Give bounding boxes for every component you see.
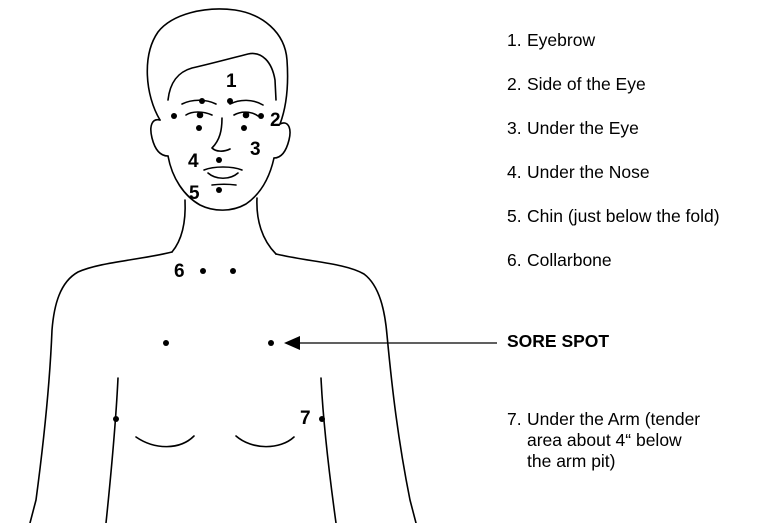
point-label-7: 7 xyxy=(300,408,311,429)
mouth-lower xyxy=(208,173,238,178)
left-shoulder xyxy=(30,252,172,523)
under-nose-dot xyxy=(216,157,222,163)
right-eyebrow xyxy=(230,100,263,105)
legend-number: 3. xyxy=(507,118,527,139)
legend-item-under-eye: 3.Under the Eye xyxy=(507,118,639,139)
legend-item-side-of-eye: 2.Side of the Eye xyxy=(507,74,646,95)
point-label-4: 4 xyxy=(188,151,199,172)
jaw-outline xyxy=(168,156,274,210)
legend-text: Under the Eye xyxy=(527,118,639,139)
sore-spot-label: SORE SPOT xyxy=(507,331,609,352)
legend-item-collarbone: 6.Collarbone xyxy=(507,250,612,271)
collarbone-dot-right xyxy=(230,268,236,274)
neck-right xyxy=(257,198,276,254)
mouth-upper xyxy=(204,167,242,170)
right-shoulder xyxy=(276,254,416,523)
point-label-3: 3 xyxy=(250,139,261,160)
hair-fringe xyxy=(168,54,276,100)
legend-number: 6. xyxy=(507,250,527,271)
legend-item-chin: 5.Chin (just below the fold) xyxy=(507,206,720,227)
left-inner-arm xyxy=(106,378,118,523)
right-inner-arm xyxy=(321,378,336,523)
arrow-head xyxy=(284,336,300,350)
left-pupil xyxy=(198,113,203,118)
neck-left xyxy=(172,200,185,252)
legend-item-under-nose: 4.Under the Nose xyxy=(507,162,650,183)
point-label-2: 2 xyxy=(270,110,281,131)
left-ear xyxy=(151,120,168,156)
chin-dot xyxy=(216,187,222,193)
body-outline xyxy=(30,9,416,523)
tapping-point-dots xyxy=(113,98,325,422)
legend-number: 1. xyxy=(507,30,527,51)
under-arm-dot-right xyxy=(319,416,325,422)
legend-text: Under the Arm (tender area about 4“ belo… xyxy=(527,409,767,472)
chin-fold xyxy=(212,184,236,185)
under-eye-dot-left xyxy=(196,125,202,131)
point-label-5: 5 xyxy=(189,183,200,204)
eyebrow-dot-right xyxy=(227,98,233,104)
legend-text: Collarbone xyxy=(527,250,612,271)
collarbone-dot-left xyxy=(200,268,206,274)
legend-number: 7. xyxy=(507,409,527,430)
left-eyebrow xyxy=(182,100,216,104)
legend-item-eyebrow: 1.Eyebrow xyxy=(507,30,595,51)
legend-text: Eyebrow xyxy=(527,30,595,51)
under-eye-dot-right xyxy=(241,125,247,131)
sore-spot-dot-right xyxy=(268,340,274,346)
right-chest-curve xyxy=(236,436,294,447)
hair-outline xyxy=(147,9,287,124)
side-eye-dot-right xyxy=(258,113,264,119)
legend-number: 5. xyxy=(507,206,527,227)
side-eye-dot-left xyxy=(171,113,177,119)
eyebrow-dot-left xyxy=(199,98,205,104)
sore-spot-dot-left xyxy=(163,340,169,346)
legend-number: 4. xyxy=(507,162,527,183)
point-label-1: 1 xyxy=(226,71,237,92)
legend-number: 2. xyxy=(507,74,527,95)
under-arm-dot-left xyxy=(113,416,119,422)
point-label-6: 6 xyxy=(174,261,185,282)
left-chest-curve xyxy=(136,436,194,447)
point-number-labels: 1 2 3 4 5 6 7 xyxy=(174,71,311,429)
legend-text: Chin (just below the fold) xyxy=(527,206,720,227)
legend-text: Under the Nose xyxy=(527,162,650,183)
sore-spot-arrow xyxy=(284,336,497,350)
right-pupil xyxy=(244,113,249,118)
nose xyxy=(212,118,230,151)
legend-item-under-arm: 7.Under the Arm (tender area about 4“ be… xyxy=(507,409,767,472)
legend-text: Side of the Eye xyxy=(527,74,646,95)
